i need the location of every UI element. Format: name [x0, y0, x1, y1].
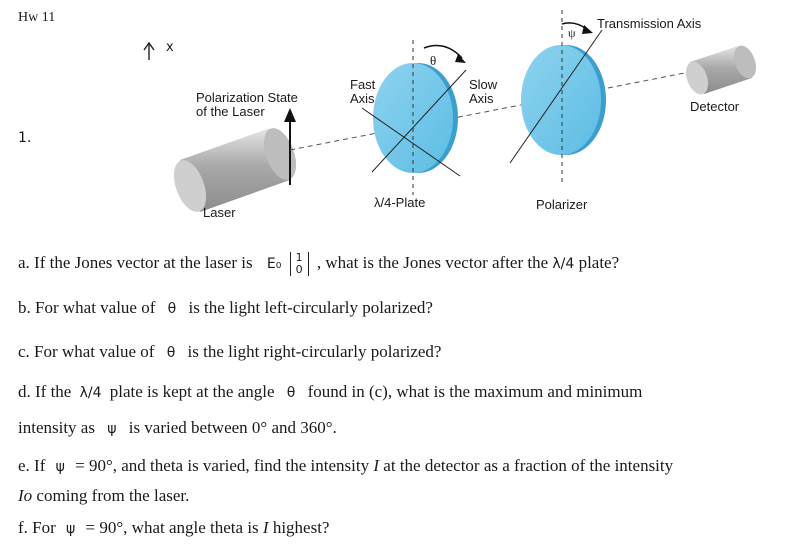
optics-diagram [143, 10, 757, 212]
quarter-wave-symbol: λ/4 [552, 255, 575, 272]
question-b: b. For what value of θ is the light left… [18, 298, 433, 318]
jones-vector-entry-1: 1 [295, 251, 303, 264]
detector-cylinder [685, 45, 757, 95]
x-axis-arrow-icon [143, 41, 155, 60]
psi-symbol: ψ [66, 521, 76, 537]
problem-number: 1. [18, 130, 32, 146]
question-e-text: e. If [18, 456, 46, 475]
question-e-text-4: coming from the laser. [36, 486, 190, 505]
polarizer-disk [509, 10, 606, 185]
question-c: c. For what value of θ is the light righ… [18, 342, 441, 362]
question-e-text-3: at the detector as a fraction of the int… [383, 456, 674, 475]
polarizer-label: Polarizer [536, 197, 588, 212]
question-b-text-2: is the light left-circularly polarized? [188, 298, 433, 317]
question-a-text: a. If the Jones vector at the laser is [18, 252, 253, 272]
question-f-text-2: = 90°, what angle theta is [85, 518, 259, 537]
jones-vector-label: E₀ [266, 255, 282, 272]
beam-path [289, 69, 701, 151]
quarter-wave-symbol: λ/4 [79, 385, 102, 401]
question-d-text-5: is varied between 0° and 360°. [128, 418, 337, 437]
question-d-text-4: intensity as [18, 418, 95, 437]
question-d-line-2: intensity as ψ is varied between 0° and … [18, 418, 337, 438]
transmission-axis-label: Transmission Axis [597, 16, 702, 31]
homework-title: Hw 11 [18, 10, 56, 25]
theta-symbol: θ [167, 301, 177, 317]
intensity-symbol: I [262, 518, 269, 537]
question-c-text: c. For what value of [18, 342, 155, 361]
intensity-symbol: I [373, 456, 380, 475]
question-e: e. If ψ = 90°, and theta is varied, find… [18, 456, 673, 476]
polarization-arrow-icon [284, 108, 296, 185]
question-a-text-3: plate? [578, 252, 620, 272]
psi-angle-label: ψ [568, 26, 576, 40]
question-b-text: b. For what value of [18, 298, 156, 317]
quarter-wave-plate-label: λ/4-Plate [374, 195, 426, 210]
question-d-text-2: plate is kept at the angle [109, 382, 275, 401]
theta-angle-label: θ [430, 53, 437, 68]
question-e-text-2: = 90°, and theta is varied, find the int… [75, 456, 370, 475]
slow-axis-label: Slow Axis [469, 78, 497, 106]
question-d-text: d. If the [18, 382, 72, 401]
x-axis-label: x [166, 40, 174, 55]
polarization-state-label: Polarization State of the Laser [196, 91, 298, 119]
question-a: a. If the Jones vector at the laser is E… [18, 252, 619, 276]
polarization-state-line2: of the Laser [196, 104, 265, 119]
question-a-text-2: , what is the Jones vector after the [316, 252, 549, 272]
polarization-state-line1: Polarization State [196, 90, 298, 105]
theta-symbol: θ [166, 345, 176, 361]
laser-label: Laser [203, 205, 236, 220]
jones-vector-entry-2: 0 [295, 263, 303, 276]
question-f: f. For ψ = 90°, what angle theta is I hi… [18, 518, 329, 538]
question-e-line-2: Io coming from the laser. [18, 486, 189, 506]
psi-symbol: ψ [55, 459, 65, 475]
fast-axis-line2: Axis [350, 91, 375, 106]
detector-label: Detector [690, 99, 740, 114]
quarter-wave-plate [361, 40, 467, 195]
slow-axis-line2: Axis [469, 91, 494, 106]
theta-symbol: θ [286, 385, 296, 401]
question-c-text-2: is the light right-circularly polarized? [187, 342, 442, 361]
question-d: d. If the λ/4 plate is kept at the angle… [18, 382, 642, 402]
fast-axis-line1: Fast [350, 77, 376, 92]
fast-axis-label: Fast Axis [350, 78, 375, 106]
laser-cylinder [173, 128, 297, 212]
psi-symbol: ψ [107, 421, 117, 437]
question-f-text: f. For [18, 518, 56, 537]
question-d-text-3: found in (c), what is the maximum and mi… [307, 382, 643, 401]
jones-vector-matrix: 1 0 [289, 251, 309, 276]
initial-intensity-symbol: Io [18, 486, 33, 505]
question-f-text-3: highest? [272, 518, 330, 537]
slow-axis-line1: Slow [469, 77, 498, 92]
